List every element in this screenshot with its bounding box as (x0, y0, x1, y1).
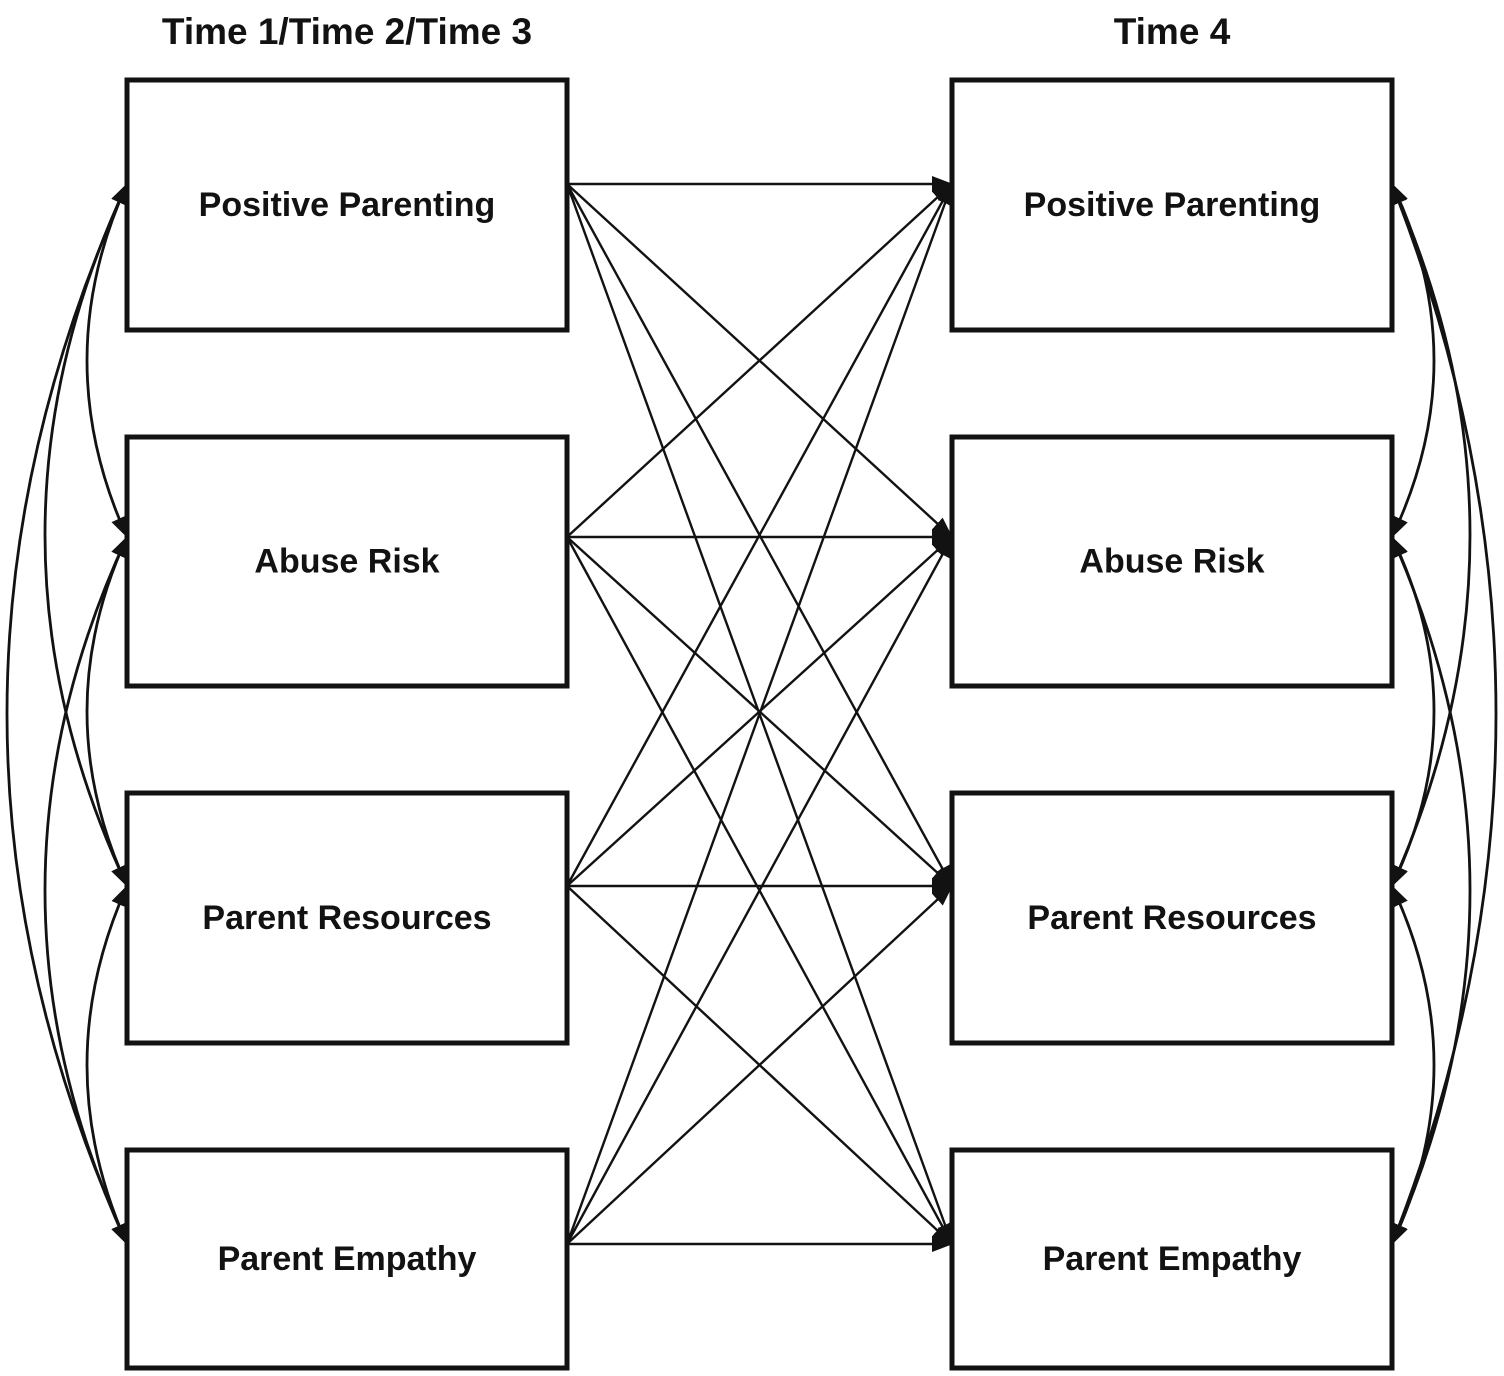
box-right-positive-parenting (949, 77, 1395, 333)
regression-path-left-1-to-right-0 (566, 183, 953, 538)
box-label-left-parent-empathy: Parent Empathy (218, 1240, 477, 1278)
covariance-left-0-1 (85, 183, 129, 538)
box-left-positive-parenting (124, 77, 570, 333)
box-label-right-abuse-risk: Abuse Risk (1079, 543, 1264, 581)
covariance-right-0-2 (1390, 183, 1472, 887)
box-label-right-parent-resources: Parent Resources (1027, 899, 1316, 937)
covariance-right-0-3 (1390, 183, 1498, 1245)
regression-path-left-3-to-right-0 (565, 183, 954, 1245)
box-right-parent-resources (949, 790, 1395, 1046)
covariance-left-0-3 (5, 183, 129, 1245)
layer-arrows (5, 176, 1498, 1252)
box-label-left-positive-parenting: Positive Parenting (199, 186, 496, 224)
regression-path-left-3-to-right-1 (565, 536, 954, 1245)
covariance-left-1-2 (85, 536, 129, 887)
covariance-right-1-3 (1390, 536, 1472, 1245)
regression-path-left-3-to-right-2 (566, 885, 953, 1245)
box-label-right-positive-parenting: Positive Parenting (1024, 186, 1321, 224)
box-left-parent-resources (124, 790, 570, 1046)
box-label-right-parent-empathy: Parent Empathy (1043, 1240, 1302, 1278)
box-left-abuse-risk (124, 434, 570, 689)
box-right-abuse-risk (949, 434, 1395, 689)
box-label-left-abuse-risk: Abuse Risk (254, 543, 439, 581)
box-right-parent-empathy (949, 1147, 1395, 1371)
covariance-left-0-2 (43, 183, 129, 887)
covariance-left-2-3 (85, 885, 129, 1245)
layer-boxes (124, 77, 1395, 1371)
box-left-parent-empathy (124, 1147, 570, 1371)
box-label-left-parent-resources: Parent Resources (202, 899, 491, 937)
column-header-left: Time 1/Time 2/Time 3 (162, 11, 532, 52)
regression-path-left-2-to-right-0 (565, 183, 954, 887)
column-header-right: Time 4 (1114, 11, 1231, 52)
covariance-left-1-3 (43, 536, 129, 1245)
